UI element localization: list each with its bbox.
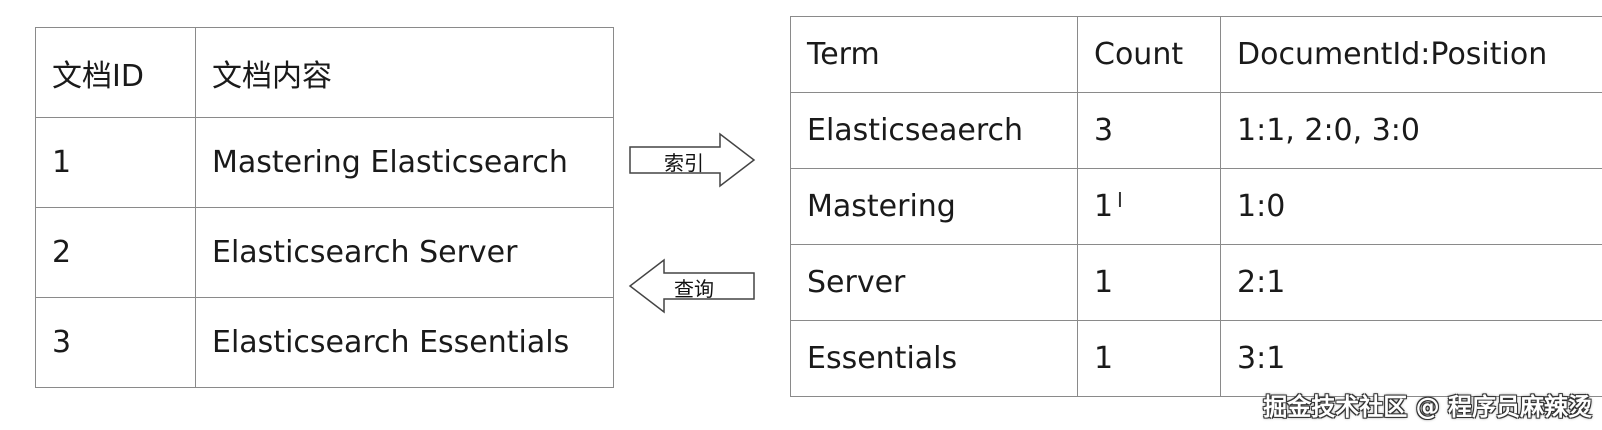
- term-cell: Essentials: [790, 320, 1078, 397]
- query-arrow-label: 查询: [674, 277, 714, 301]
- table-row: Mastering 1 1:0: [790, 168, 1602, 245]
- header-cell-position: DocumentId:Position: [1220, 16, 1602, 93]
- doc-content-cell: Elasticsearch Essentials: [195, 297, 614, 388]
- index-arrow-label: 索引: [664, 151, 704, 175]
- table-header-row: Term Count DocumentId:Position: [790, 16, 1602, 93]
- doc-content-cell: Mastering Elasticsearch: [195, 117, 614, 208]
- documents-table: 文档ID 文档内容 1 Mastering Elasticsearch 2 El…: [35, 27, 614, 388]
- text-cursor-icon: I: [1117, 188, 1123, 212]
- table-row: 3 Elasticsearch Essentials: [35, 297, 614, 388]
- count-cell: 1: [1077, 244, 1221, 321]
- table-row: Essentials 1 3:1: [790, 320, 1602, 397]
- table-row: Server 1 2:1: [790, 244, 1602, 321]
- header-cell-term: Term: [790, 16, 1078, 93]
- table-header-row: 文档ID 文档内容: [35, 27, 614, 118]
- position-cell: 1:1, 2:0, 3:0: [1220, 92, 1602, 169]
- table-row: 2 Elasticsearch Server: [35, 207, 614, 298]
- doc-id-cell: 1: [35, 117, 196, 208]
- count-cell: 3: [1077, 92, 1221, 169]
- count-cell: 1: [1077, 320, 1221, 397]
- table-row: Elasticseaerch 3 1:1, 2:0, 3:0: [790, 92, 1602, 169]
- doc-content-cell: Elasticsearch Server: [195, 207, 614, 298]
- term-cell: Server: [790, 244, 1078, 321]
- count-cell: 1: [1077, 168, 1221, 245]
- position-cell: 2:1: [1220, 244, 1602, 321]
- table-row: 1 Mastering Elasticsearch: [35, 117, 614, 208]
- term-cell: Mastering: [790, 168, 1078, 245]
- term-cell: Elasticseaerch: [790, 92, 1078, 169]
- position-cell: 3:1: [1220, 320, 1602, 397]
- watermark: 掘金技术社区 @ 程序员麻辣烫: [1263, 393, 1592, 421]
- index-arrow: [629, 132, 756, 188]
- header-cell-doc-id: 文档ID: [35, 27, 196, 118]
- doc-id-cell: 2: [35, 207, 196, 298]
- header-cell-doc-content: 文档内容: [195, 27, 614, 118]
- header-cell-count: Count: [1077, 16, 1221, 93]
- doc-id-cell: 3: [35, 297, 196, 388]
- position-cell: 1:0: [1220, 168, 1602, 245]
- inverted-index-table: Term Count DocumentId:Position Elasticse…: [790, 16, 1602, 397]
- query-arrow: [628, 258, 755, 314]
